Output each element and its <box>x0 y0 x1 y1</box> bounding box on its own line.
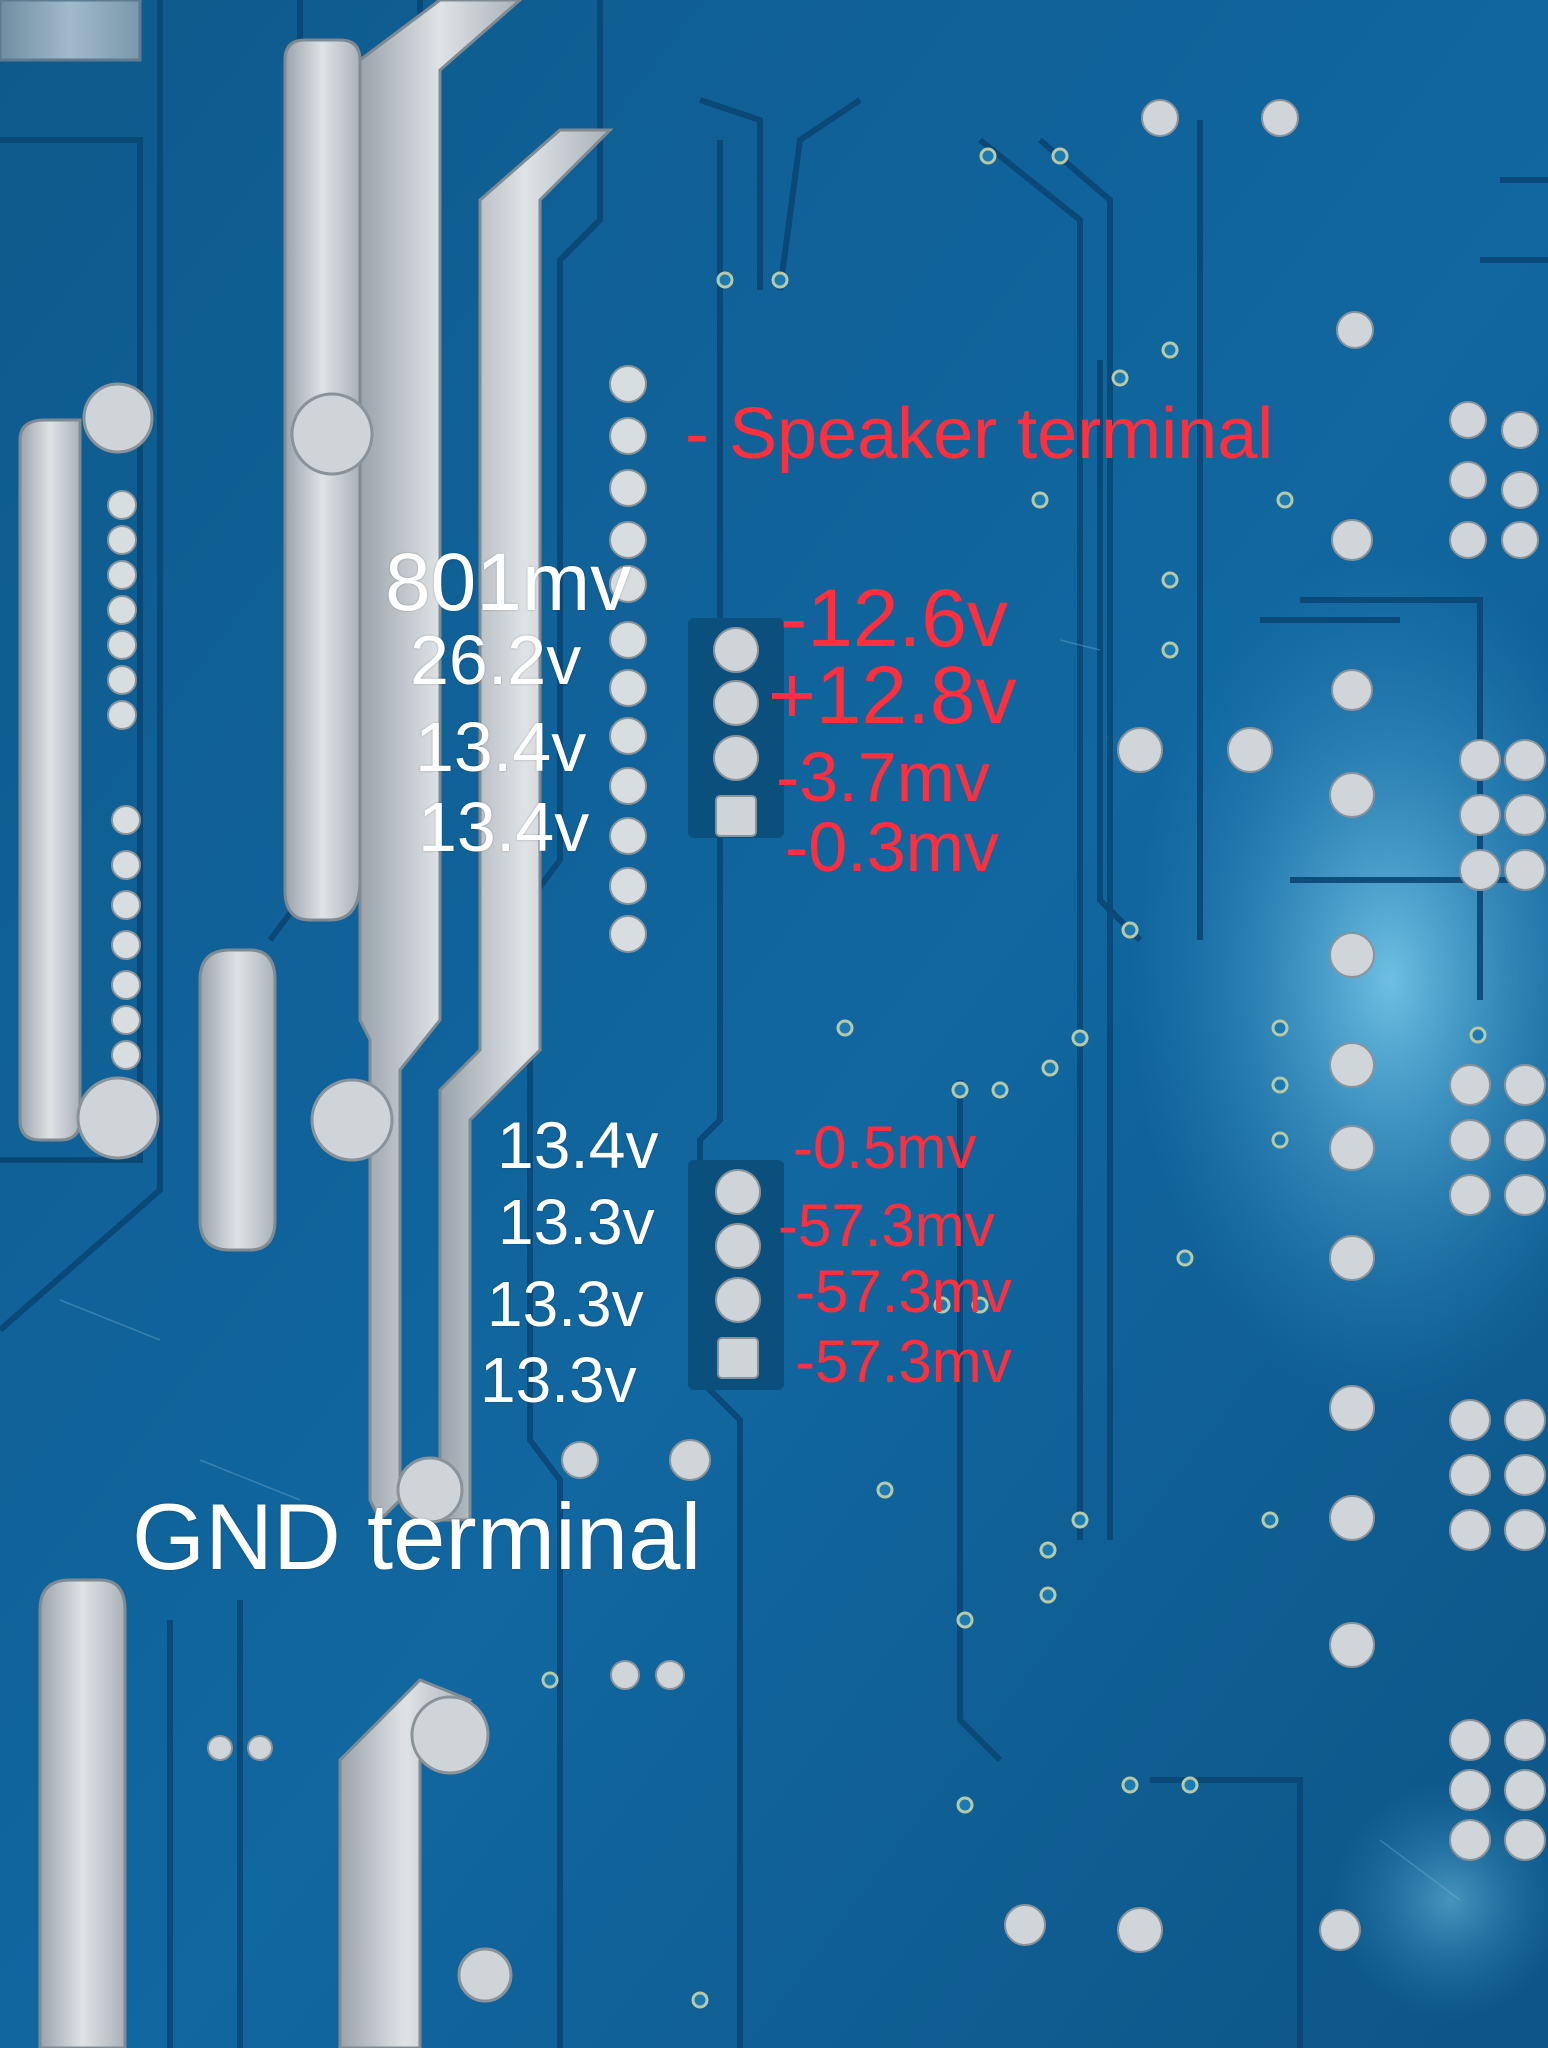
pin-row-left <box>107 490 141 1070</box>
voltage-neg-0-3mv: -0.3mv <box>785 808 999 886</box>
voltage-13-3v-a: 13.3v <box>498 1186 655 1258</box>
diagonal-trace-a <box>358 0 523 1523</box>
voltage-neg-0-5mv: -0.5mv <box>793 1114 977 1181</box>
voltage-13-3v-b: 13.3v <box>487 1268 644 1340</box>
header-upper <box>688 618 784 838</box>
voltage-neg-3-7mv: -3.7mv <box>776 738 990 816</box>
voltage-13-4v-c: 13.4v <box>497 1108 659 1182</box>
voltage-neg-57-3mv-b: -57.3mv <box>795 1258 1012 1325</box>
pin-row-center <box>609 365 647 953</box>
header-lower <box>688 1160 784 1390</box>
voltage-801mv: 801mv <box>385 537 632 628</box>
bottom-left-trace <box>38 1578 127 2048</box>
top-left-corner-trace <box>0 0 142 62</box>
solder-joints <box>76 382 513 2003</box>
right-pads <box>207 99 1546 1953</box>
tinned-traces <box>0 0 614 2048</box>
voltage-pos-12-8v: +12.8v <box>768 650 1017 741</box>
vias <box>541 147 1487 2009</box>
left-rail <box>18 418 82 1142</box>
glare-small <box>1330 1780 1548 2020</box>
speaker-terminal-label: - Speaker terminal <box>685 394 1274 474</box>
scratches <box>59 639 1461 1901</box>
voltage-13-4v-b: 13.4v <box>418 788 590 866</box>
voltage-26-2v: 26.2v <box>410 621 582 699</box>
voltage-13-4v-a: 13.4v <box>415 708 587 786</box>
voltage-neg-57-3mv-a: -57.3mv <box>778 1192 995 1259</box>
gnd-terminal-label: GND terminal <box>132 1484 702 1589</box>
left-trace-2 <box>283 38 362 922</box>
voltage-13-3v-c: 13.3v <box>480 1344 637 1416</box>
mid-left-trace <box>198 948 277 1252</box>
diagonal-trace-b <box>438 128 614 1522</box>
voltage-neg-12-6v: -12.6v <box>780 573 1008 664</box>
voltage-neg-57-3mv-c: -57.3mv <box>795 1328 1012 1395</box>
